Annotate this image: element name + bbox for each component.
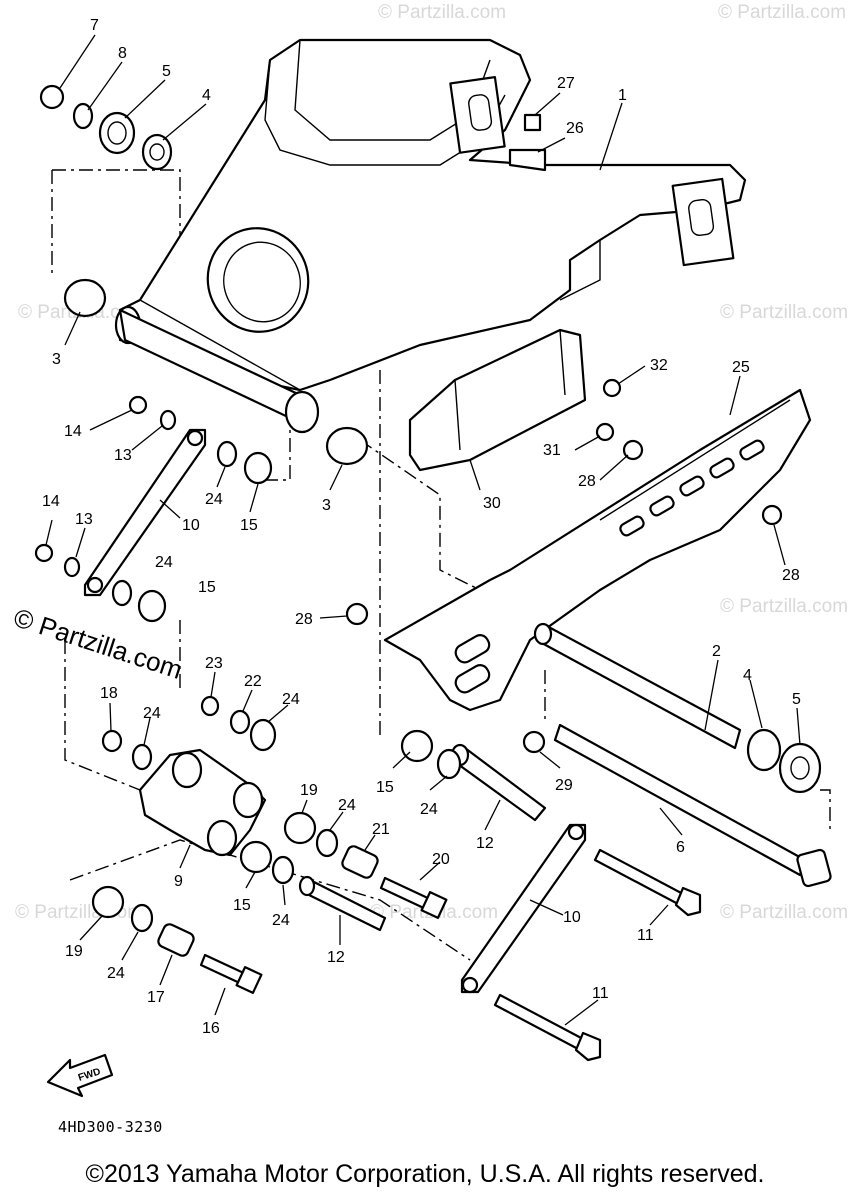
callout-label: 28 bbox=[295, 611, 313, 628]
callout-label: 15 bbox=[240, 517, 258, 534]
leader-lines bbox=[45, 34, 801, 1026]
callout-label: 5 bbox=[792, 691, 801, 708]
forward-arrow-icon: FWD bbox=[46, 1053, 114, 1098]
callout-label: 13 bbox=[75, 511, 93, 528]
callout-label: 29 bbox=[555, 777, 573, 794]
callout-label: 24 bbox=[205, 491, 223, 508]
callout-label: 23 bbox=[205, 655, 223, 672]
watermark: © Partzilla.com bbox=[15, 902, 143, 923]
callout-label: 7 bbox=[90, 17, 99, 34]
watermark: © Partzilla.com bbox=[720, 596, 848, 617]
callout-label: 30 bbox=[483, 495, 501, 512]
callout-label: 18 bbox=[100, 685, 118, 702]
callout-label: 17 bbox=[147, 989, 165, 1006]
callout-label: 10 bbox=[563, 909, 581, 926]
callout-label: 24 bbox=[107, 965, 125, 982]
fasteners bbox=[345, 113, 783, 754]
callout-label: 12 bbox=[476, 835, 494, 852]
callout-label: 20 bbox=[432, 851, 450, 868]
axle bbox=[533, 622, 742, 750]
callout-label: 10 bbox=[182, 517, 200, 534]
callout-label: 19 bbox=[65, 943, 83, 960]
callout-label: 3 bbox=[52, 351, 61, 368]
callout-label: 1 bbox=[618, 87, 627, 104]
callout-label: 26 bbox=[566, 120, 584, 137]
diagram-code: 4HD300-3230 bbox=[58, 1118, 163, 1136]
pivot-shaft bbox=[553, 723, 832, 888]
callout-label: 12 bbox=[327, 949, 345, 966]
bolts bbox=[493, 848, 702, 1062]
callout-label: 14 bbox=[42, 493, 60, 510]
copyright-notice: ©2013 Yamaha Motor Corporation, U.S.A. A… bbox=[85, 1160, 765, 1188]
callout-label: 15 bbox=[376, 779, 394, 796]
connecting-rods bbox=[83, 428, 587, 994]
watermark: © Partzilla.com bbox=[720, 902, 848, 923]
callout-label: 21 bbox=[372, 821, 390, 838]
callout-label: 32 bbox=[650, 357, 668, 374]
callout-label: 28 bbox=[578, 473, 596, 490]
callout-label: 28 bbox=[782, 567, 800, 584]
callout-label: 24 bbox=[282, 691, 300, 708]
callout-label: 3 bbox=[322, 497, 331, 514]
watermark: © Partzilla.com bbox=[720, 302, 848, 323]
callout-label: 25 bbox=[732, 359, 750, 376]
callout-label: 4 bbox=[202, 87, 211, 104]
callout-label: 24 bbox=[272, 912, 290, 929]
callout-label: 8 bbox=[118, 45, 127, 62]
callout-label: 5 bbox=[162, 63, 171, 80]
callout-label: 24 bbox=[155, 554, 173, 571]
chain-guide bbox=[408, 328, 587, 472]
callout-label: 24 bbox=[143, 705, 161, 722]
callout-label: 22 bbox=[244, 673, 262, 690]
callout-label: 4 bbox=[743, 667, 752, 684]
bearings-bushings bbox=[34, 84, 822, 994]
callout-label: 14 bbox=[64, 423, 82, 440]
callouts: 7 8 5 4 3 27 26 1 32 25 31 28 30 14 13 1… bbox=[42, 17, 801, 1037]
callout-label: 6 bbox=[676, 839, 685, 856]
callout-label: 13 bbox=[114, 447, 132, 464]
callout-label: 19 bbox=[300, 782, 318, 799]
callout-label: 31 bbox=[543, 442, 561, 459]
callout-label: 27 bbox=[557, 75, 575, 92]
callout-label: 2 bbox=[712, 643, 721, 660]
callout-label: 15 bbox=[198, 579, 216, 596]
swingarm bbox=[114, 38, 747, 434]
callout-label: 9 bbox=[174, 873, 183, 890]
watermark: © Partzilla.com bbox=[378, 2, 506, 23]
relay-arm bbox=[138, 748, 267, 857]
chain-case bbox=[383, 388, 812, 712]
watermark: © Partzilla.com bbox=[718, 2, 846, 23]
callout-label: 24 bbox=[338, 797, 356, 814]
callout-label: 24 bbox=[420, 801, 438, 818]
callout-label: 15 bbox=[233, 897, 251, 914]
callout-label: 11 bbox=[637, 927, 654, 944]
callout-label: 11 bbox=[592, 985, 609, 1002]
callout-label: 16 bbox=[202, 1020, 220, 1037]
